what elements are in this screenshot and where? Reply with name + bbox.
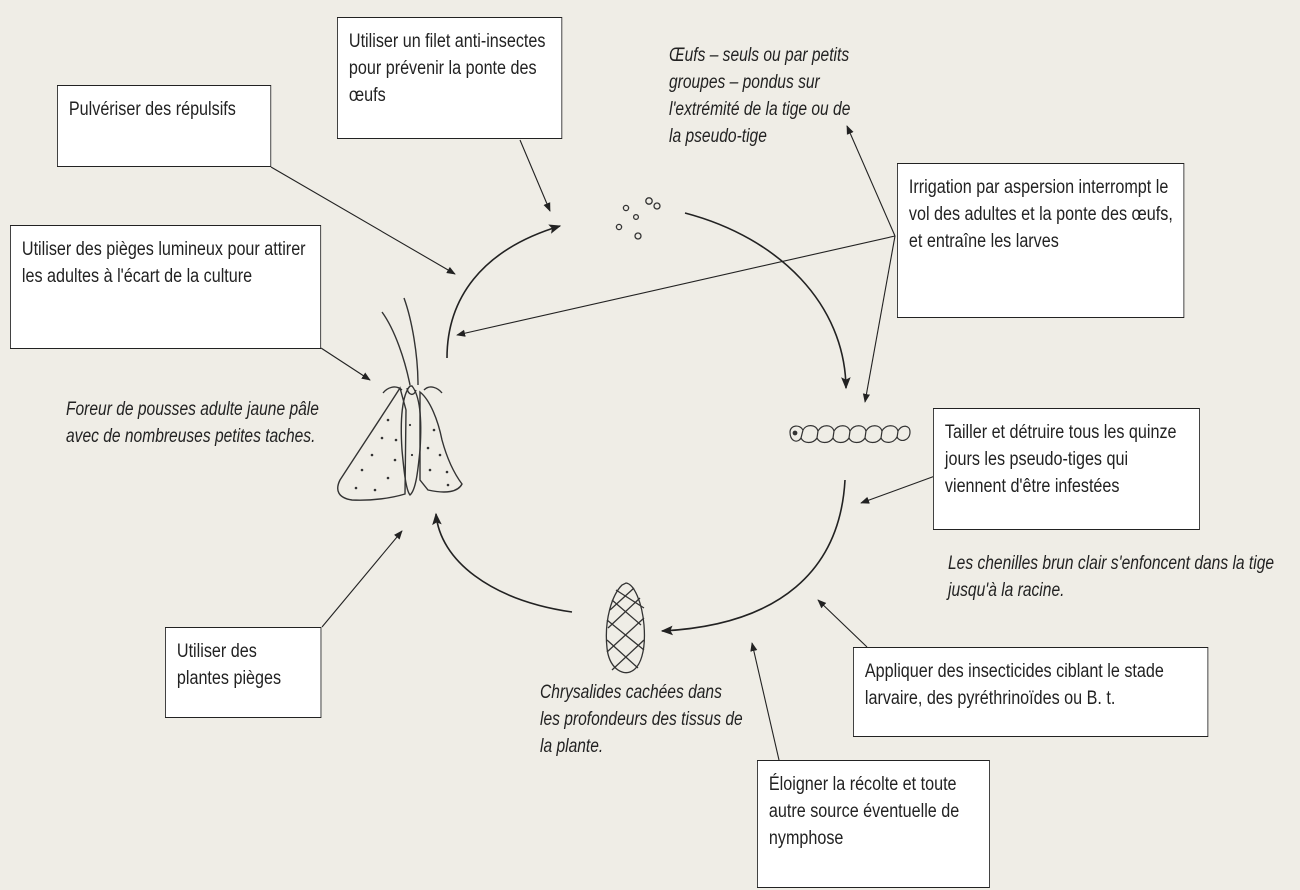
arrow-filet: [519, 139, 551, 212]
box-pulveriser-repulsifs: Pulvériser des répulsifs: [57, 85, 272, 167]
eggs-drawing: [615, 197, 661, 240]
box-tailler: Tailler et détruire tous les quinze jour…: [933, 408, 1200, 530]
cycle-arrows: [432, 212, 851, 636]
caption-adulte: Foreur de pousses adulte jaune pâle avec…: [66, 399, 319, 447]
caption-oeufs: Œufs – seuls ou par petits groupes – pon…: [669, 45, 851, 147]
box-irrigation-text: Irrigation par aspersion interrompt le v…: [908, 177, 1173, 252]
box-pieges-lumineux: Utiliser des pièges lumineux pour attire…: [10, 225, 322, 349]
arrow-eloigner: [750, 642, 780, 761]
box-tailler-text: Tailler et détruire tous les quinze jour…: [944, 422, 1177, 497]
cycle-arrow-adult-to-eggs: [446, 224, 562, 359]
caption-chrysalides: Chrysalides cachées dans les profondeurs…: [540, 682, 743, 757]
pointer-arrows: [270, 125, 936, 761]
arrow-irrigation-to-adult: [456, 235, 896, 337]
arrow-plantes-pieges: [321, 530, 403, 628]
box-plantes-pieges-text: Utiliser des plantes pièges: [176, 641, 282, 689]
arrow-pieges-lumineux: [320, 347, 371, 381]
box-irrigation: Irrigation par aspersion interrompt le v…: [897, 163, 1185, 318]
box-pieges-lumineux-text: Utiliser des pièges lumineux pour attire…: [21, 239, 306, 287]
cycle-arrow-eggs-to-larva: [684, 212, 851, 390]
cycle-arrow-larva-to-pupa: [660, 479, 846, 636]
larva-drawing: [789, 425, 911, 444]
pupa-drawing: [605, 582, 646, 674]
box-insecticides: Appliquer des insecticides ciblant le st…: [853, 647, 1209, 737]
cycle-arrow-pupa-to-adult: [432, 512, 573, 613]
arrow-irrigation-to-eggs: [846, 125, 896, 237]
moth-drawing: [337, 297, 463, 501]
box-eloigner-recolte: Éloigner la récolte et toute autre sourc…: [757, 760, 990, 888]
moth-spots: [354, 418, 450, 492]
box-plantes-pieges: Utiliser des plantes pièges: [165, 627, 322, 718]
box-pulveriser-text: Pulvériser des répulsifs: [68, 99, 236, 120]
arrow-insecticides: [817, 599, 868, 648]
arrow-pulveriser: [270, 166, 456, 275]
caption-chenilles: Les chenilles brun clair s'enfoncent dan…: [948, 553, 1275, 601]
box-filet-anti-insectes: Utiliser un filet anti-insectes pour pré…: [337, 17, 563, 139]
arrow-irrigation-to-larva: [862, 235, 896, 403]
box-insecticides-text: Appliquer des insecticides ciblant le st…: [864, 661, 1164, 709]
box-eloigner-text: Éloigner la récolte et toute autre sourc…: [768, 774, 960, 849]
arrow-tailler: [860, 475, 936, 504]
box-filet-text: Utiliser un filet anti-insectes pour pré…: [348, 31, 546, 106]
